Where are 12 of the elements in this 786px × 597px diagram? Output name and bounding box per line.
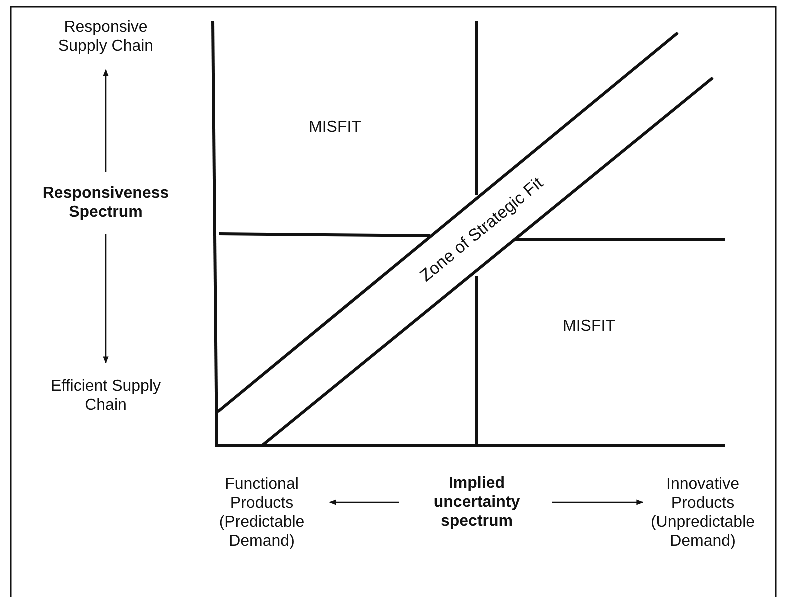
region-label: MISFIT — [563, 318, 616, 336]
axis-end-label: Efficient Supply Chain — [50, 377, 162, 415]
arrow — [329, 500, 399, 506]
axis-title: Implied uncertainty spectrum — [432, 474, 522, 531]
axis-end-label: Responsive Supply Chain — [57, 18, 155, 56]
region-label: MISFIT — [309, 119, 362, 137]
axis-end-label: Innovative Products (Unpredictable Demand) — [650, 475, 756, 551]
arrow — [103, 234, 109, 364]
arrow — [552, 500, 644, 506]
axis-end-label: Functional Products (Predictable Demand) — [218, 475, 306, 551]
axis-title: Responsiveness Spectrum — [42, 184, 170, 222]
arrow — [103, 69, 109, 172]
